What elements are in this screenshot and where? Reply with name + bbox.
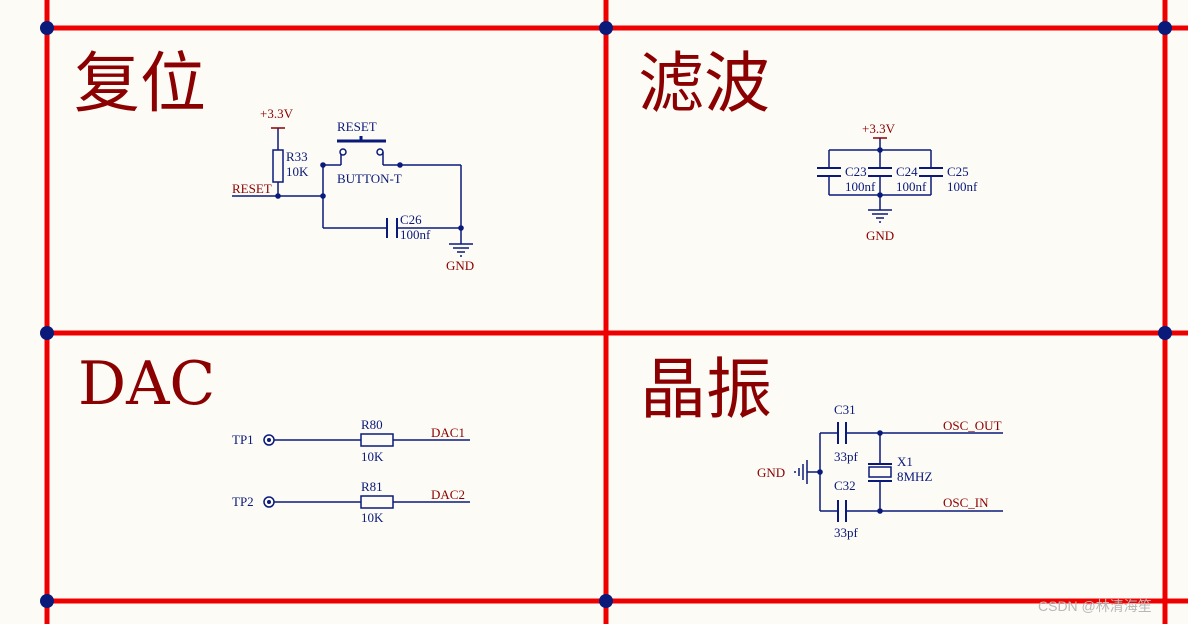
filter-section-title: 滤波: [638, 45, 770, 122]
dac-circuit: TP1 R80 10K DAC1 TP2 R81 10K DAC2: [232, 417, 470, 525]
filter-junctions: [877, 147, 883, 198]
r81-ref: R81: [361, 479, 383, 494]
r80-value: 10K: [361, 449, 384, 464]
osc-in-net-label: OSC_IN: [943, 495, 989, 510]
crystal-x1: [868, 463, 892, 482]
reset-power-label: +3.3V: [260, 106, 294, 121]
ground-symbol-reset: [449, 243, 473, 257]
ground-symbol-filter: [868, 209, 892, 223]
dac1-net-label: DAC1: [431, 425, 465, 440]
r33-value: 10K: [286, 164, 309, 179]
x1-ref: X1: [897, 454, 913, 469]
crystal-section-title: 晶振: [640, 351, 772, 428]
c26-ref: C26: [400, 212, 422, 227]
dac2-net-label: DAC2: [431, 487, 465, 502]
tp1-label: TP1: [232, 432, 254, 447]
watermark: CSDN @林清海笙: [1038, 598, 1152, 614]
filter-ground-label: GND: [866, 228, 894, 243]
reset-junctions: [275, 162, 464, 231]
x1-value: 8MHZ: [897, 469, 932, 484]
resistor-r33: [272, 149, 284, 183]
button-symbol: [337, 136, 400, 166]
tp2-label: TP2: [232, 494, 254, 509]
grid-junctions: [40, 21, 1172, 608]
resistor-r81: [360, 495, 394, 509]
r81-value: 10K: [361, 510, 384, 525]
dac-channel-1: TP1 R80 10K DAC1: [232, 417, 470, 464]
reset-ground-label: GND: [446, 258, 474, 273]
c23-ref: C23: [845, 164, 867, 179]
c26-value: 100nf: [400, 227, 431, 242]
reset-circuit: +3.3V R33 10K RESET RESET BUTTON-T: [232, 106, 474, 273]
c32-value: 33pf: [834, 525, 859, 540]
crystal-ground-label: GND: [757, 465, 785, 480]
ground-symbol-crystal: [794, 460, 808, 484]
crystal-junctions: [817, 430, 883, 514]
resistor-r80: [360, 433, 394, 447]
c23-value: 100nf: [845, 179, 876, 194]
capacitor-c26: [386, 218, 398, 238]
crystal-capacitor-plates: [837, 422, 847, 522]
filter-capacitor-plates: [817, 167, 943, 177]
c24-value: 100nf: [896, 179, 927, 194]
dac-channel-2: TP2 R81 10K DAC2: [232, 479, 470, 525]
filter-power-label: +3.3V: [862, 121, 896, 136]
button-ref: RESET: [337, 119, 377, 134]
c31-ref: C31: [834, 402, 856, 417]
c31-value: 33pf: [834, 449, 859, 464]
dac-section-title: DAC: [78, 349, 215, 419]
reset-net-label: RESET: [232, 181, 272, 196]
grid-lines: [44, 0, 1188, 624]
filter-circuit: +3.3V C23 100nf C24 100nf C25 100nf GND: [817, 121, 978, 243]
crystal-wires: [807, 432, 1003, 512]
osc-out-net-label: OSC_OUT: [943, 418, 1002, 433]
c25-value: 100nf: [947, 179, 978, 194]
r80-ref: R80: [361, 417, 383, 432]
r33-ref: R33: [286, 149, 308, 164]
button-value: BUTTON-T: [337, 171, 402, 186]
crystal-circuit: GND C31 33pf C32 33pf X1 8MHZ OSC_OUT OS…: [757, 402, 1003, 540]
reset-section-title: 复位: [74, 45, 206, 122]
c25-ref: C25: [947, 164, 969, 179]
c32-ref: C32: [834, 478, 856, 493]
c24-ref: C24: [896, 164, 918, 179]
